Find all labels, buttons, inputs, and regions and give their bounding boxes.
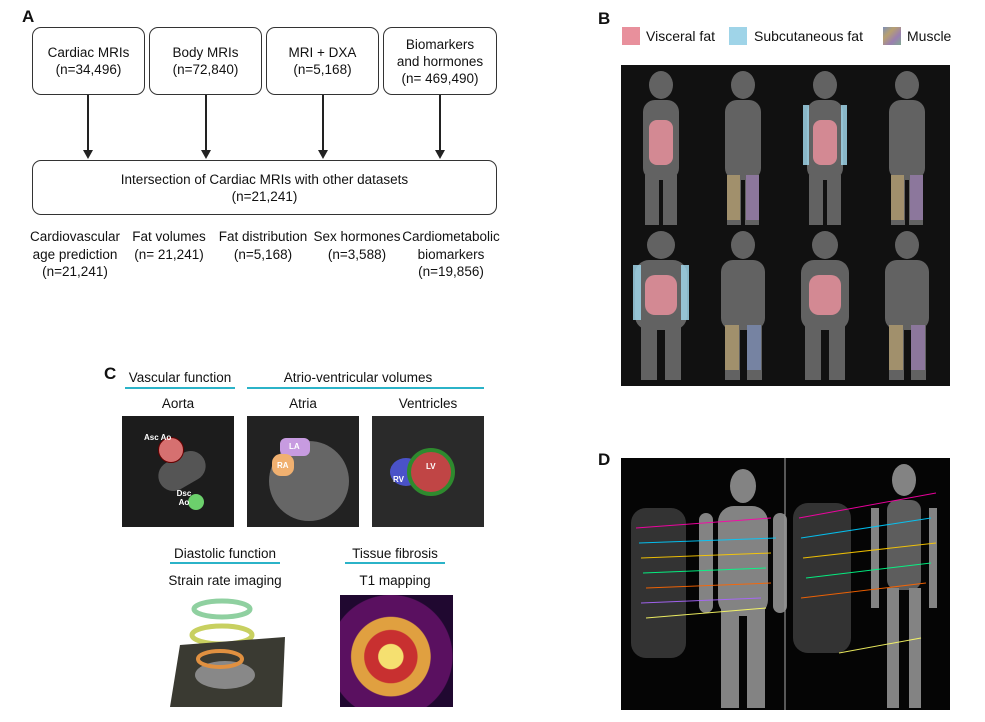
source-box-body: Body MRIs (n=72,840) bbox=[149, 27, 262, 95]
legend-swatch-visceral bbox=[622, 27, 640, 45]
legend-visceral-fat: Visceral fat bbox=[646, 28, 715, 44]
legend-subcutaneous-fat: Subcutaneous fat bbox=[754, 28, 863, 44]
underline bbox=[345, 562, 445, 564]
strain-rings bbox=[170, 598, 285, 707]
body-mri-segmentation-image bbox=[621, 65, 950, 386]
source-title: Body MRIs bbox=[172, 45, 239, 60]
legend-muscle: Muscle bbox=[907, 28, 952, 44]
t1-mapping-label: T1 mapping bbox=[359, 573, 431, 588]
asc-ao-tag: Asc Ao bbox=[144, 433, 172, 442]
atria-image: LA RA bbox=[247, 416, 359, 527]
outcome-cardiometabolic: Cardiometabolic biomarkers (n=19,856) bbox=[396, 228, 506, 281]
outcome-fat-distribution: Fat distribution (n=5,168) bbox=[219, 228, 308, 263]
strain-rate-image bbox=[170, 595, 285, 707]
panel-b-label: B bbox=[598, 9, 611, 28]
outcome-title: Sex hormones bbox=[313, 229, 401, 244]
registration-overlay bbox=[631, 458, 937, 710]
outcome-cv-age: Cardiovascular age prediction (n=21,241) bbox=[28, 228, 123, 281]
lv-tag: LV bbox=[426, 462, 436, 471]
arrow-down bbox=[318, 95, 327, 159]
outcome-fat-volumes: Fat volumes (n= 21,241) bbox=[129, 228, 209, 263]
arrow-down bbox=[83, 95, 92, 159]
arrow-down bbox=[201, 95, 210, 159]
underline bbox=[125, 387, 235, 389]
descending-aorta-mask bbox=[188, 494, 204, 510]
outcome-sex-hormones: Sex hormones (n=3,588) bbox=[313, 228, 400, 263]
ascending-aorta-mask bbox=[158, 437, 184, 463]
arrow-down bbox=[435, 95, 444, 159]
source-n: (n=34,496) bbox=[55, 62, 122, 77]
source-n: (n= 469,490) bbox=[401, 70, 479, 86]
ra-tag: RA bbox=[277, 461, 289, 470]
panel-d-label: D bbox=[598, 450, 611, 469]
outcome-title: Fat distribution bbox=[218, 229, 308, 244]
right-atrium-mask bbox=[272, 454, 294, 476]
intersection-n: (n=21,241) bbox=[231, 188, 298, 204]
outcome-title: Cardiovascular age prediction bbox=[29, 229, 121, 262]
dsc-ao-tag: Dsc Ao bbox=[176, 489, 192, 507]
source-n: (n=72,840) bbox=[172, 62, 239, 77]
group-vascular-function: Vascular function bbox=[128, 370, 232, 385]
source-title: MRI + DXA bbox=[288, 45, 357, 60]
source-box-cardiac: Cardiac MRIs (n=34,496) bbox=[32, 27, 145, 95]
mri-dxa-registration-image bbox=[621, 458, 950, 710]
intersection-title: Intersection of Cardiac MRIs with other … bbox=[120, 171, 409, 187]
outcome-n: (n=5,168) bbox=[233, 246, 293, 262]
outcome-n: (n=21,241) bbox=[42, 264, 108, 279]
outcome-title: Cardiometabolic biomarkers bbox=[402, 229, 500, 262]
ventricles-image: LV RV bbox=[372, 416, 484, 527]
ventricles-label: Ventricles bbox=[398, 396, 458, 411]
outcome-n: (n= 21,241) bbox=[134, 246, 204, 262]
aorta-label: Aorta bbox=[161, 396, 195, 411]
left-ventricle-mask bbox=[407, 448, 455, 496]
intersection-box: Intersection of Cardiac MRIs with other … bbox=[32, 160, 497, 215]
legend-swatch-subcutaneous bbox=[729, 27, 747, 45]
source-n: (n=5,168) bbox=[293, 62, 352, 77]
strain-rate-label: Strain rate imaging bbox=[168, 573, 282, 588]
group-av-volumes: Atrio-ventricular volumes bbox=[283, 370, 433, 385]
atria-label: Atria bbox=[289, 396, 317, 411]
group-diastolic-function: Diastolic function bbox=[173, 546, 277, 561]
source-box-mri-dxa: MRI + DXA (n=5,168) bbox=[266, 27, 379, 95]
outcome-n: (n=19,856) bbox=[418, 264, 484, 279]
underline bbox=[247, 387, 484, 389]
panel-c-label: C bbox=[104, 364, 117, 383]
underline bbox=[170, 562, 280, 564]
source-box-biomarkers: Biomarkers and hormones (n= 469,490) bbox=[383, 27, 497, 95]
source-title: Biomarkers and hormones bbox=[396, 36, 484, 69]
aorta-image: Asc Ao Dsc Ao bbox=[122, 416, 234, 527]
group-tissue-fibrosis: Tissue fibrosis bbox=[352, 546, 438, 561]
source-title: Cardiac MRIs bbox=[47, 45, 130, 60]
t1-mapping-image bbox=[340, 595, 453, 707]
body-mri-silhouettes bbox=[633, 71, 929, 380]
legend-swatch-muscle bbox=[883, 27, 901, 45]
outcome-n: (n=3,588) bbox=[327, 246, 387, 262]
left-atrium-mask bbox=[280, 438, 310, 456]
outcome-title: Fat volumes bbox=[132, 229, 206, 244]
rv-tag: RV bbox=[393, 475, 404, 484]
la-tag: LA bbox=[289, 442, 300, 451]
panel-a-label: A bbox=[22, 7, 35, 26]
